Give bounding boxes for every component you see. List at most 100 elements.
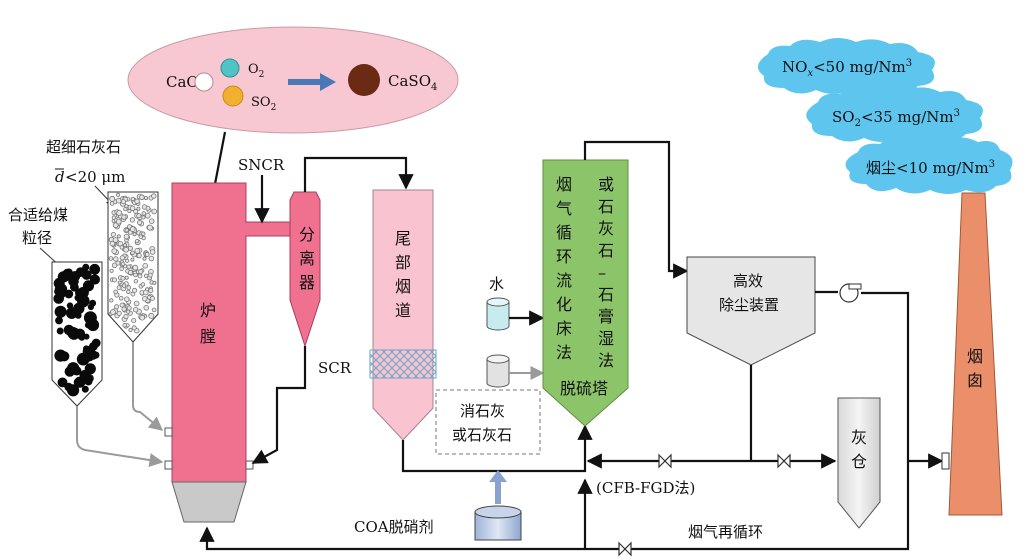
separator: 分 离 器 [289,191,321,348]
limestone-particle [130,196,135,201]
limestone-particle [145,205,151,211]
limestone-particle [132,307,139,313]
limestone-particle [126,289,131,294]
limestone-particle [130,250,135,255]
slaked-lime-line1: 消石灰 [460,402,505,420]
limestone-particle [121,214,127,220]
limestone-particle [126,264,131,270]
limestone-particle [134,198,140,204]
return-port [245,460,254,470]
coal-particle [76,352,90,366]
sncr-label: SNCR [238,156,285,174]
reaction-bubble: CaO O2 SO2 CaSO4 [127,26,459,134]
coal-silo [51,261,103,407]
coal-particle [84,363,96,375]
limestone-particle [149,295,155,301]
limestone-particle [109,201,115,206]
coal-label-line1: 合适给煤 [8,206,68,224]
desulf-right-char-7: 湿 [598,329,614,348]
limestone-particle [116,209,123,216]
limestone-particle [147,272,153,278]
limestone-particle [138,269,144,275]
limestone-particle [136,213,142,219]
valve-ash[interactable] [777,453,791,469]
limestone-particle [110,231,116,237]
ash-bin-label-2: 仓 [851,452,867,471]
coal-particle [82,280,95,292]
limestone-particle [139,194,145,200]
coal-particle [64,366,76,377]
limestone-particle [143,304,150,311]
limestone-particle [120,261,126,267]
coal-particle [89,299,97,307]
desulf-right-char-2: 灰 [598,219,614,238]
limestone-particle [123,313,129,320]
feed-port-upper [164,427,173,437]
desulf-left-char-0: 烟 [556,175,572,194]
limestone-particle [142,262,149,269]
limestone-particle [116,192,121,197]
size-limit-label: <20 μm [65,168,125,186]
limestone-particle [113,289,118,295]
limestone-particle [109,298,114,303]
limestone-particle [127,208,132,214]
coal-particle [91,338,101,348]
limestone-particle [112,222,119,229]
limestone-particle [132,287,138,293]
limestone-particle [148,288,154,294]
limestone-particle [127,269,133,275]
coal-particle [66,326,79,339]
desulf-right-char-8: 法 [598,351,614,370]
coal-particle [57,377,68,388]
limestone-particle [137,273,143,279]
limestone-particle [139,314,146,321]
valve-recirculation[interactable] [618,541,632,557]
limestone-particle [149,249,156,255]
limestone-particle [131,325,137,331]
limestone-particle [121,306,127,312]
limestone-particle [116,310,122,316]
limestone-particle [123,233,130,240]
coal-particle [57,289,66,299]
coal-particle [54,349,67,362]
desulf-left-char-3: 环 [556,247,572,266]
limestone-particle [127,245,133,251]
limestone-particle [141,231,146,236]
coal-particle [92,351,100,359]
fan-to-chimney-line [861,291,944,469]
limestone-particle [124,228,129,233]
ultrafine-limestone-label: 超细石灰石 [46,138,121,156]
emission-cloud-dust: 烟尘<10 mg/Nm3 [845,136,1013,194]
limestone-particle [133,272,138,278]
furnace: 炉 膛 [164,182,291,523]
cao-ball [194,72,214,92]
coal-label-line2: 粒径 [22,229,52,247]
tail-duct-label-4: 道 [395,301,411,320]
chimney-label-1: 烟 [967,347,983,366]
limestone-particle [131,317,137,323]
nox-limit-text: NOx<50 mg/Nm3 [782,58,912,79]
separator-to-tailduct-line [303,156,414,192]
limestone-particle [126,285,132,291]
coal-particle [75,312,82,319]
coal-particle [55,316,63,325]
coal-particle [89,263,101,275]
desulf-left-char-7: 法 [556,343,572,362]
limestone-particle [120,275,126,281]
furnace-bottom-cone [171,481,247,523]
valve-recycle[interactable] [658,453,672,469]
limestone-particle [112,237,119,243]
collector-label-line2: 除尘装置 [719,296,779,314]
limestone-particle [143,289,149,296]
limestone-particle [129,217,135,223]
limestone-particle [151,193,157,199]
limestone-particle [151,208,158,215]
separator-return-line [251,346,307,464]
coal-particle [75,306,83,314]
emission-cloud-so2: SO2<35 mg/Nm3 [806,86,983,142]
limestone-particle [144,252,150,257]
coal-particle [85,374,94,383]
limestone-particle [119,255,125,261]
desulf-right-char-0: 或 [598,175,614,194]
